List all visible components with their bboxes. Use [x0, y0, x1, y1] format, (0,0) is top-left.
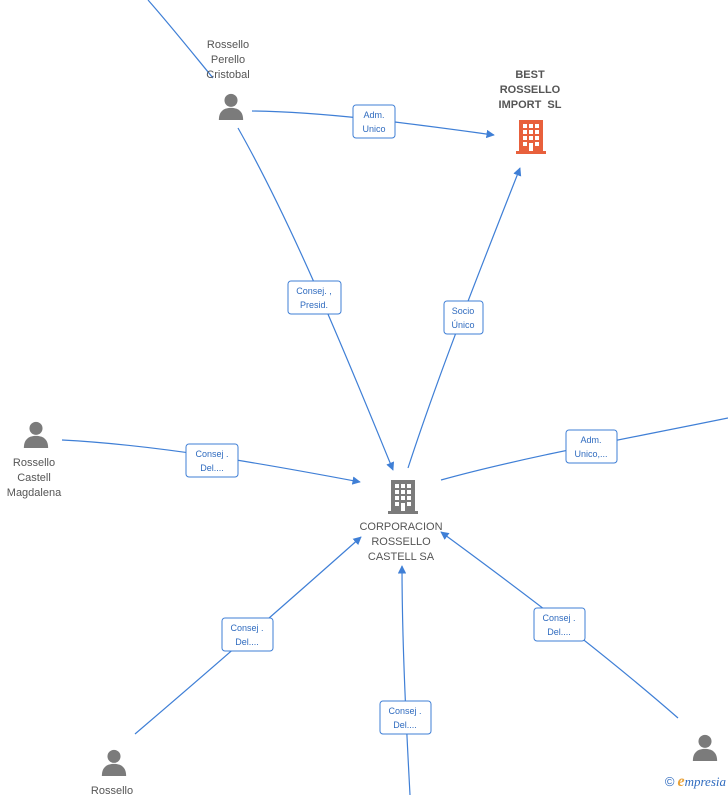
node-label-line: Perello	[211, 54, 245, 66]
edge-label-line: Adm.	[363, 110, 384, 120]
edge-label-line: Consej .	[542, 613, 575, 623]
edge-label-line: Consej. ,	[296, 286, 332, 296]
edge-bottom-corp	[397, 565, 411, 795]
node-label-line: CASTELL SA	[368, 551, 435, 563]
edge-label-line: Adm.	[580, 435, 601, 445]
edge-label-line: Presid.	[300, 300, 328, 310]
node-label-line: Cristobal	[206, 69, 249, 81]
node-label-line: CORPORACION	[359, 521, 442, 533]
edge-label-line: Unico	[362, 124, 385, 134]
edge-label-line: Socio	[452, 306, 475, 316]
brand-text: mpresia	[684, 774, 726, 789]
edge-label-perello-corp[interactable]: Consej. , Presid.	[287, 280, 342, 315]
node-label-line: Castell	[17, 472, 51, 484]
empresia-watermark: ©empresia	[665, 773, 726, 791]
node-label-line: ROSSELLO	[371, 536, 431, 548]
edge-label-line: Unico,...	[574, 449, 607, 459]
node-best[interactable]: BEST ROSSELLO IMPORT SL	[499, 69, 562, 154]
node-label-line: Rossello	[91, 785, 133, 795]
person-icon	[23, 421, 49, 448]
edge-label-bottomright-corp[interactable]: Consej . Del....	[533, 607, 586, 642]
node-perello[interactable]: Rossello Perello Cristobal	[206, 39, 250, 120]
node-label-line: Rossello	[13, 457, 55, 469]
node-label-line: BEST	[515, 69, 545, 81]
edge-label-line: Consej .	[230, 623, 263, 633]
edge-label-magdalena-corp[interactable]: Consej . Del....	[185, 443, 239, 478]
edge-label-line: Del....	[393, 720, 417, 730]
node-corporacion[interactable]: CORPORACION ROSSELLO CASTELL SA	[359, 480, 443, 563]
edge-label-line: Consej .	[388, 706, 421, 716]
node-label-line: ROSSELLO	[500, 84, 561, 96]
node-label-line: IMPORT SL	[499, 99, 562, 111]
edge-label-bottom-corp[interactable]: Consej . Del....	[379, 700, 432, 735]
edge-offscreen-perello	[147, 0, 214, 79]
node-bottom-left[interactable]: Rossello	[91, 749, 133, 795]
edge-label-corp-best[interactable]: Socio Único	[443, 300, 484, 335]
edge-label-bottomleft-corp[interactable]: Consej . Del....	[221, 617, 274, 652]
edge-label-line: Del....	[235, 637, 259, 647]
edge-label-line: Único	[451, 320, 474, 330]
person-icon	[101, 749, 127, 776]
edge-label-line: Consej .	[195, 449, 228, 459]
node-label-line: Magdalena	[7, 487, 62, 499]
node-label-line: Rossello	[207, 39, 249, 51]
edge-label-line: Del....	[200, 463, 224, 473]
copyright-icon: ©	[664, 774, 675, 789]
node-bottom-right[interactable]	[692, 734, 718, 761]
edge-label-line: Del....	[547, 627, 571, 637]
building-icon	[388, 480, 418, 514]
node-magdalena[interactable]: Rossello Castell Magdalena	[7, 421, 62, 499]
brand-e: e	[677, 773, 685, 790]
edge-label-perello-best[interactable]: Adm. Unico	[352, 104, 396, 139]
person-icon	[218, 93, 244, 120]
person-icon	[692, 734, 718, 761]
edge-label-right-corp[interactable]: Adm. Unico,...	[565, 429, 618, 464]
building-icon	[516, 120, 546, 154]
